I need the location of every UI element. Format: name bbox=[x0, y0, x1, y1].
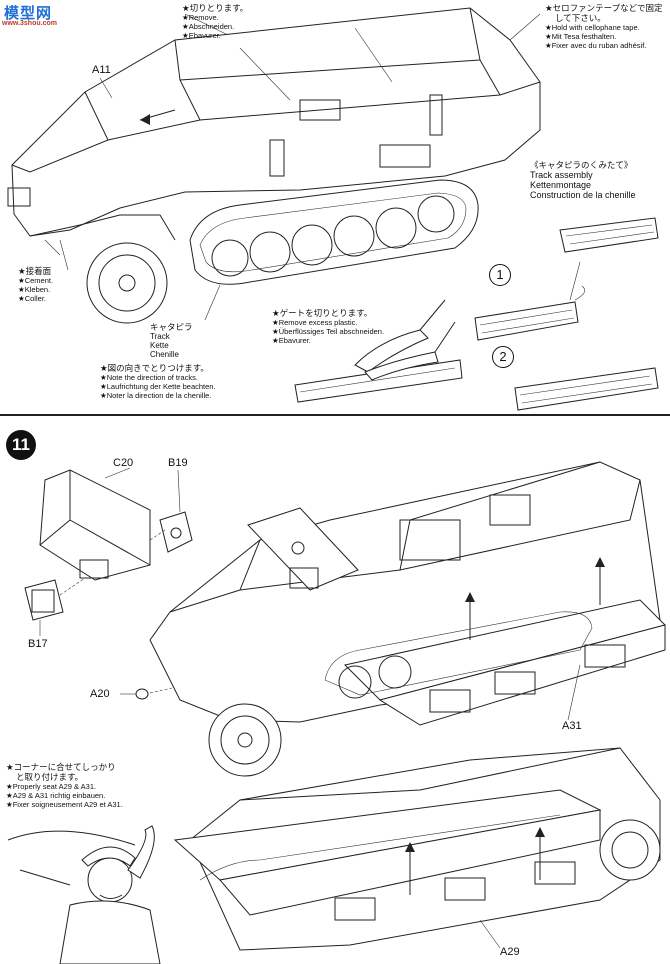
track-label-en: Track bbox=[150, 332, 170, 341]
tape-note-jp2: して下さい。 bbox=[555, 13, 606, 23]
step-number-11: 11 bbox=[6, 430, 36, 460]
cut-note-fr: ★Ebavurer. bbox=[182, 31, 221, 40]
part-label-a20: A20 bbox=[90, 688, 110, 700]
sub-step-2: 2 bbox=[492, 346, 514, 368]
gate-note-de: ★Überflüssiges Teil abschneiden. bbox=[272, 327, 385, 336]
gate-note: ★ゲートを切りとります。 ★Remove excess plastic. ★Üb… bbox=[272, 308, 384, 345]
step11-parts-drawing bbox=[24, 469, 193, 621]
seat-note: ★コーナーに合せてしっかり と取り付けます。 ★Properly seat A2… bbox=[6, 762, 123, 809]
track-label-de: Kette bbox=[150, 341, 169, 350]
track-label: キャタピラ Track Kette Chenille bbox=[150, 322, 193, 359]
leader-lines bbox=[39, 13, 581, 949]
cut-note-en: ★Remove. bbox=[182, 13, 219, 22]
tape-note-jp: ★セロファンテープなどで固定 bbox=[545, 3, 663, 13]
step10-hull-drawing bbox=[7, 7, 541, 324]
part-label-b17: B17 bbox=[28, 638, 48, 650]
gate-note-jp: ★ゲートを切りとります。 bbox=[272, 308, 373, 318]
tape-note-en: ★Hold with cellophane tape. bbox=[545, 23, 640, 32]
cement-note-de: ★Kleben. bbox=[18, 285, 51, 294]
seat-note-fr: ★Fixer soigneusement A29 et A31. bbox=[6, 800, 123, 809]
track-label-fr: Chenille bbox=[150, 350, 179, 359]
part-label-a29: A29 bbox=[500, 946, 520, 958]
part-label-a11: A11 bbox=[92, 64, 111, 76]
step-divider bbox=[0, 414, 670, 416]
step11-hull-drawing bbox=[135, 461, 666, 777]
track-assembly-jp: 《キャタピラのくみたて》 bbox=[530, 160, 633, 170]
seat-note-de: ★A29 & A31 richtig einbauen. bbox=[6, 791, 106, 800]
seat-note-jp: ★コーナーに合せてしっかり bbox=[6, 762, 116, 772]
seat-note-en: ★Properly seat A29 & A31. bbox=[6, 782, 97, 791]
watermark-logo: 模型网 www.3shou.com bbox=[2, 2, 76, 28]
cement-note-fr: ★Coller. bbox=[18, 294, 46, 303]
track-label-jp: キャタピラ bbox=[150, 322, 193, 332]
direction-note: ★図の向きでとりつけます。 ★Note the direction of tra… bbox=[100, 363, 216, 400]
tape-note-de: ★Mit Tesa festhalten. bbox=[545, 32, 617, 41]
direction-note-en: ★Note the direction of tracks. bbox=[100, 373, 199, 382]
part-label-b19: B19 bbox=[168, 457, 188, 469]
watermark-url: www.3shou.com bbox=[2, 20, 57, 27]
part-label-a31: A31 bbox=[562, 720, 582, 732]
gate-note-fr: ★Ebavurer. bbox=[272, 336, 311, 345]
cement-note-jp: ★接着面 bbox=[18, 266, 52, 276]
cut-note-jp: ★切りとります。 bbox=[182, 3, 249, 13]
track-assembly-de: Kettenmontage bbox=[530, 180, 592, 190]
gate-note-en: ★Remove excess plastic. bbox=[272, 318, 358, 327]
cement-note-en: ★Cement. bbox=[18, 276, 54, 285]
tape-note-fr: ★Fixer avec du ruban adhésif. bbox=[545, 41, 647, 50]
direction-note-de: ★Laufrichtung der Kette beachten. bbox=[100, 382, 216, 391]
cement-note: ★接着面 ★Cement. ★Kleben. ★Coller. bbox=[18, 266, 53, 303]
track-assembly-drawing bbox=[474, 217, 659, 411]
sub-step-1: 1 bbox=[489, 264, 511, 286]
direction-note-jp: ★図の向きでとりつけます。 bbox=[100, 363, 209, 373]
tape-note: ★セロファンテープなどで固定 して下さい。 ★Hold with celloph… bbox=[545, 3, 662, 50]
step11-bottom-drawing bbox=[7, 747, 661, 964]
cut-note-de: ★Abschneiden. bbox=[182, 22, 235, 31]
direction-note-fr: ★Noter la direction de la chenille. bbox=[100, 391, 212, 400]
cut-note: ★切りとります。 ★Remove. ★Abschneiden. ★Ebavure… bbox=[182, 3, 248, 40]
watermark-text: 模型网 bbox=[4, 5, 53, 22]
part-label-c20: C20 bbox=[113, 457, 134, 469]
track-assembly-fr: Construction de la chenille bbox=[530, 190, 636, 200]
track-assembly-heading: 《キャタピラのくみたて》 Track assembly Kettenmontag… bbox=[530, 160, 636, 200]
track-assembly-en: Track assembly bbox=[530, 170, 593, 180]
seat-note-jp2: と取り付けます。 bbox=[16, 772, 84, 782]
gate-cut-drawing bbox=[294, 299, 463, 403]
